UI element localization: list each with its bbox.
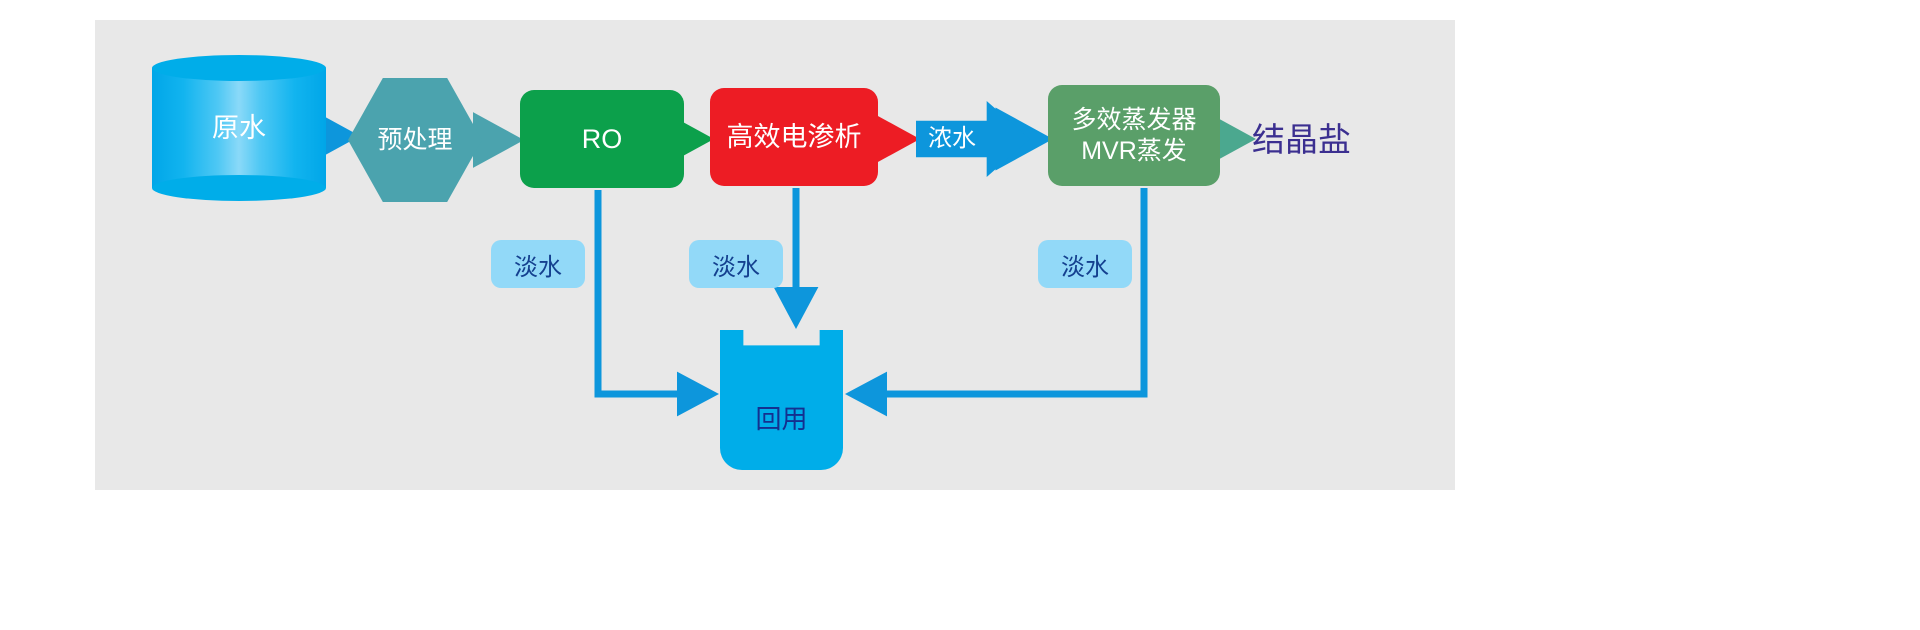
node-electrodialysis[interactable]: 高效电渗析: [710, 88, 878, 186]
node-evaporator[interactable]: 多效蒸发器 MVR蒸发: [1048, 85, 1220, 186]
freshwater-tag-ro[interactable]: 淡水: [491, 240, 585, 288]
reuse-tank-shape: [720, 330, 843, 470]
node-raw-water-label: 原水: [212, 112, 266, 143]
freshwater-tag-electrodialysis[interactable]: 淡水: [689, 240, 783, 288]
node-concentrate-label: 浓水: [928, 125, 976, 153]
node-reuse-tank-label: 回用: [755, 403, 808, 434]
node-ro[interactable]: RO: [520, 90, 684, 188]
node-raw-water[interactable]: 原水: [152, 55, 326, 201]
node-reuse-tank[interactable]: 回用: [720, 330, 843, 470]
cylinder-bottom-ellipse: [152, 175, 326, 201]
cylinder-body: [152, 68, 326, 188]
cylinder-top-ellipse: [152, 55, 326, 81]
node-crystal-salt: 结晶盐: [1252, 120, 1351, 158]
freshwater-tag-evaporator[interactable]: 淡水: [1038, 240, 1132, 288]
